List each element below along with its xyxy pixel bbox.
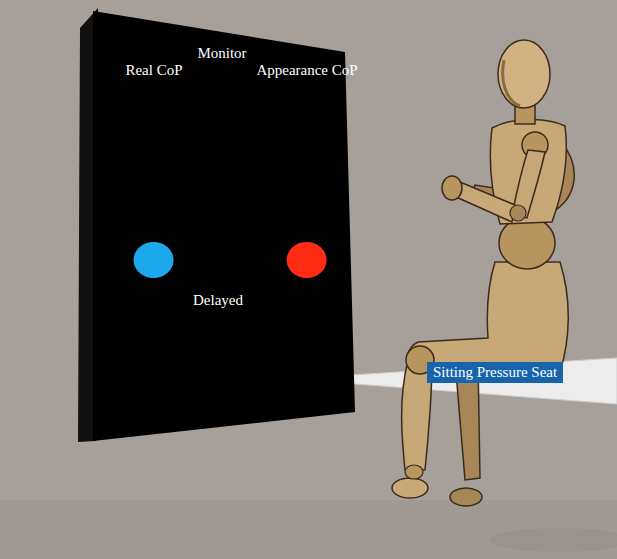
delay-note: Delayed <box>193 292 243 309</box>
seat-label: Sitting Pressure Seat <box>433 364 557 381</box>
cop-label: Real CoP <box>122 62 185 79</box>
monitor-screen: MonitorReal CoP Appearance CoP <box>75 5 360 447</box>
cop-dot <box>253 241 360 279</box>
cop-marker: Real CoP <box>122 62 185 279</box>
monitor-title: Monitor <box>197 45 246 62</box>
cop-dot <box>122 241 185 279</box>
cop-marker: Appearance CoP <box>253 62 360 279</box>
cop-label: Appearance CoP <box>253 62 360 79</box>
seat-label-box: Sitting Pressure Seat <box>427 362 563 383</box>
